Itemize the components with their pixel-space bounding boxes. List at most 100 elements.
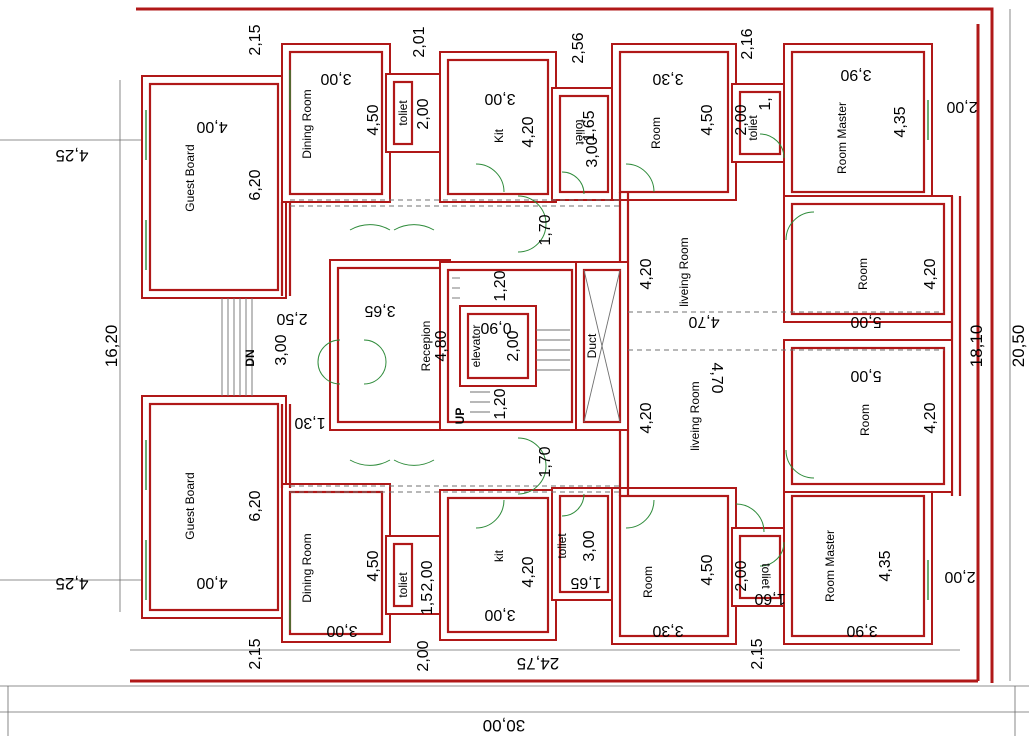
living-room-top-label: liveing Room — [677, 237, 691, 306]
dim-2050: 20,50 — [1009, 325, 1028, 368]
guest-board-top-label: Guest Board — [183, 144, 197, 211]
dim-200-right-bottom: 2,00 — [944, 568, 975, 585]
dim-200-bottom: 2,00 — [415, 640, 432, 671]
dim-450-dining-bottom: 4,50 — [365, 550, 382, 581]
dim-500-room-right-top: 5,00 — [850, 313, 881, 330]
dim-330-room-top: 3,30 — [652, 70, 683, 87]
dim-470-living-top: 4,70 — [688, 313, 719, 330]
windows — [145, 70, 929, 630]
dimension-labels: 2,15 2,01 2,56 2,16 4,25 4,00 6,20 3,00 … — [55, 24, 1028, 735]
kit-bottom-label: kit — [492, 549, 506, 562]
dim-435-master-bottom: 4,35 — [877, 550, 894, 581]
dim-300-dining-bottom: 3,00 — [326, 622, 357, 639]
dim-1810: 18,10 — [967, 325, 986, 368]
dim-215-bottom-left: 2,15 — [247, 638, 264, 669]
dim-215-top: 2,15 — [247, 24, 264, 55]
dim-300-stair: 3,00 — [273, 334, 290, 365]
dim-090: 0,90 — [480, 319, 511, 336]
dining-room-top-label: Dining Room — [300, 89, 314, 158]
dim-15-toilet-bl: 1,5 — [419, 593, 436, 615]
dim-470-living-bottom: 4,70 — [708, 362, 725, 393]
dim-390-master-top: 3,90 — [840, 66, 871, 83]
dim-170-top: 1,70 — [537, 214, 554, 245]
room-top-label: Room — [649, 117, 663, 149]
dim-160-toilet-br: 1,60 — [754, 590, 785, 607]
dim-400-top: 4,00 — [196, 118, 227, 135]
dim-365: 3,65 — [364, 302, 395, 319]
stair-treads — [452, 277, 570, 413]
dim-420-kit-top: 4,20 — [520, 116, 537, 147]
dim-420-living-bottom: 4,20 — [638, 402, 655, 433]
dim-165-toilet-bm: 1,65 — [570, 574, 601, 591]
dim-420-room-right-bottom: 4,20 — [922, 402, 939, 433]
elevator-label: elevator — [469, 325, 483, 368]
dim-300-dining-top: 3,00 — [320, 70, 351, 87]
dim-425-top: 4,25 — [55, 146, 88, 165]
kit-top-label: Kit — [492, 128, 506, 143]
dim-1-toilet-tr: 1, — [757, 97, 774, 110]
dim-425-bottom: 4,25 — [55, 574, 88, 593]
bottom-wing-walls — [141, 339, 953, 645]
dim-200-elevator: 2,00 — [505, 330, 522, 361]
dn-label: DN — [243, 349, 257, 366]
toilet-tr-label: toliet — [746, 115, 760, 141]
dim-200-toilet-tr: 2,00 — [733, 104, 750, 135]
dim-400-bottom: 4,00 — [196, 574, 227, 591]
guest-board-bottom-label: Guest Board — [183, 472, 197, 539]
dim-300-kit-bottom: 3,00 — [484, 606, 515, 623]
reception-label: Recepion — [419, 321, 433, 372]
room-master-top-label: Room Master — [835, 102, 849, 174]
dining-room-bottom-label: Dining Room — [300, 533, 314, 602]
living-room-bottom-label: liveing Room — [688, 381, 702, 450]
dim-300-toilet-bm: 3,00 — [581, 530, 598, 561]
plot-boundary — [0, 7, 1029, 736]
dim-201-top: 2,01 — [411, 26, 428, 57]
door-swings — [317, 133, 815, 567]
dim-216-top: 2,16 — [739, 28, 756, 59]
dim-3000: 30,00 — [483, 716, 526, 735]
top-wing-walls — [141, 43, 962, 496]
entry-steps — [221, 298, 253, 396]
corridor-hidden-lines — [290, 199, 944, 493]
toilet-bm-label: toliet — [555, 533, 569, 559]
dim-200-toilet-br: 2,00 — [733, 560, 750, 591]
room-master-bottom-label: Room Master — [823, 530, 837, 602]
dim-1620: 16,20 — [102, 325, 121, 368]
dim-420-kit-bottom: 4,20 — [520, 556, 537, 587]
dim-390-master-bottom: 3,90 — [846, 622, 877, 639]
dim-450-room-bottom: 4,50 — [699, 554, 716, 585]
dim-435-master-top: 4,35 — [892, 106, 909, 137]
dim-330-room-bottom: 3,30 — [652, 622, 683, 639]
duct-label: Duct — [585, 333, 599, 358]
dim-200-right-top: 2,00 — [946, 98, 977, 115]
toilet-bl-label: toliet — [396, 572, 410, 598]
dim-420-living-top: 4,20 — [638, 258, 655, 289]
dim-120-upper: 1,20 — [492, 270, 509, 301]
dim-120-lower: 1,20 — [492, 388, 509, 419]
dim-300-toilet-tm: 3,00 — [584, 136, 601, 167]
dim-250: 2,50 — [276, 310, 307, 327]
room-right-top-label: Room — [856, 258, 870, 290]
dim-450-dining-top: 4,50 — [365, 104, 382, 135]
dim-170-bottom: 1,70 — [537, 446, 554, 477]
toilet-tm-label: toliet — [573, 119, 587, 145]
up-label: UP — [453, 408, 467, 425]
dim-300-kit-top: 3,00 — [484, 90, 515, 107]
dim-130: 1,30 — [294, 414, 325, 431]
dim-420-room-right-top: 4,20 — [922, 258, 939, 289]
dim-620-bottom: 6,20 — [247, 490, 264, 521]
dim-200-toilet-tl: 2,00 — [415, 98, 432, 129]
dim-500-room-right-bottom: 5,00 — [850, 367, 881, 384]
toilet-br-label: toliet — [759, 563, 773, 589]
dim-200-toilet-bl: 2,00 — [419, 560, 436, 591]
dim-2475: 24,75 — [517, 654, 560, 673]
dim-215-bottom-right: 2,15 — [749, 638, 766, 669]
dim-256-top: 2,56 — [570, 32, 587, 63]
toilet-tl-label: toliet — [396, 100, 410, 126]
dim-165-toilet-tm: 1,65 — [581, 110, 598, 141]
dim-450-room-top: 4,50 — [699, 104, 716, 135]
room-labels: Guest Board Guest Board Dining Room Dini… — [183, 89, 872, 602]
dim-480: 4,80 — [433, 330, 450, 361]
room-bottom-label: Room — [641, 566, 655, 598]
